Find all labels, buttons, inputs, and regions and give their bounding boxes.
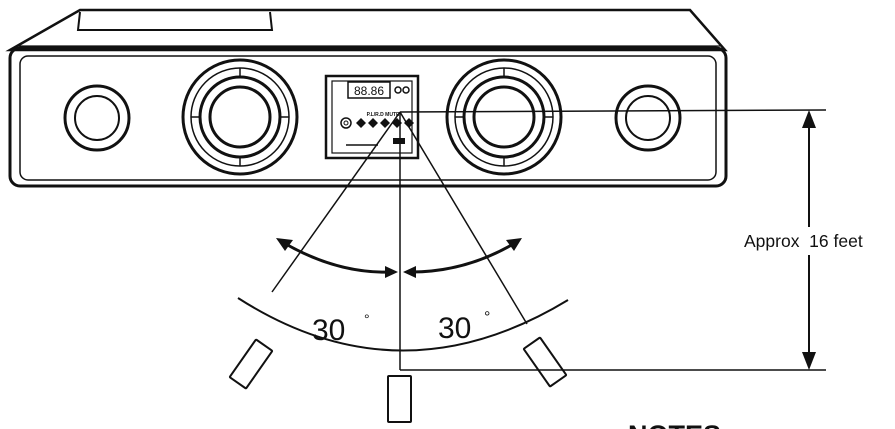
right-angle-degree: ° — [484, 309, 490, 326]
right-tweeter — [614, 84, 682, 152]
control-panel: 88.86 P.L/R.D MUTE — [324, 74, 420, 160]
left-tweeter — [63, 84, 131, 152]
remote-control-left — [229, 338, 273, 390]
panel-button-1 — [356, 118, 366, 128]
soundbar-front-body — [8, 46, 728, 188]
ir-sensor — [393, 138, 405, 144]
left-angle-value: 30 — [312, 314, 345, 347]
right-angle-arrow — [403, 238, 522, 278]
button-labels: P.L/R.D MUTE — [367, 112, 400, 118]
distance-label: Approx 16 feet — [744, 231, 863, 251]
power-button — [340, 117, 352, 129]
remote-control-right — [523, 336, 567, 388]
remote-control-center — [387, 375, 412, 423]
left-angle-arrow — [276, 238, 398, 278]
listening-arc — [237, 297, 569, 352]
left-angle-degree: ° — [364, 311, 370, 327]
panel-button-5 — [404, 118, 414, 128]
left-woofer — [181, 58, 299, 176]
right-angle-value: 30 — [438, 312, 471, 345]
panel-button-3 — [380, 118, 390, 128]
notes-heading: NOTES: — [628, 420, 730, 429]
signal-cone — [271, 109, 827, 370]
soundbar-top-surface — [5, 8, 728, 52]
display-readout: 88.86 — [354, 84, 384, 98]
right-woofer — [445, 58, 563, 176]
panel-button-2 — [368, 118, 378, 128]
